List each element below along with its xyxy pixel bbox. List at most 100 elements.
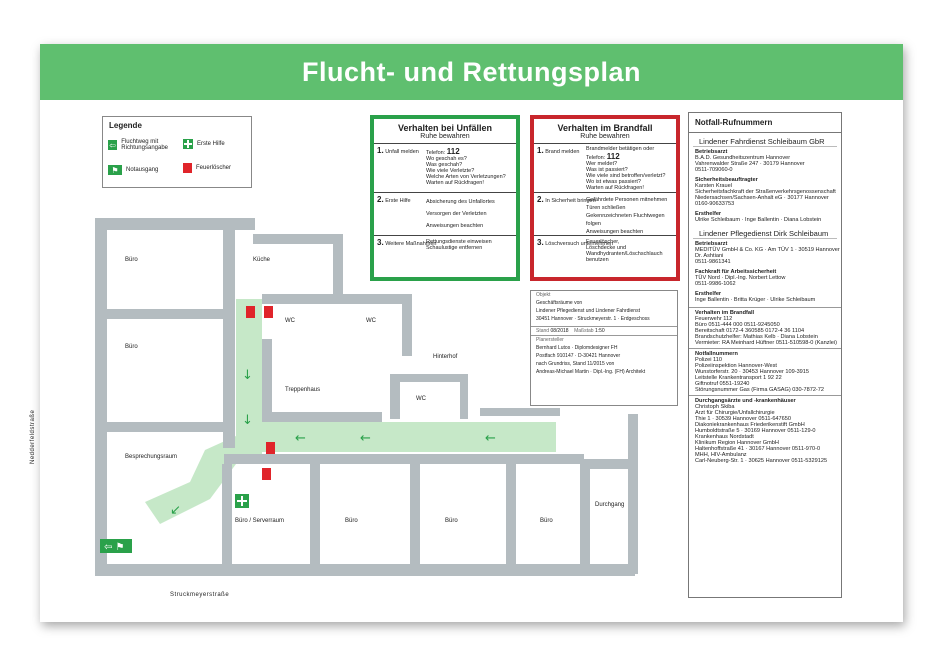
step-line: Gefährdete Personen mitnehmen bbox=[586, 197, 668, 203]
legend-label: Feuerlöscher bbox=[196, 165, 232, 171]
creator-line: nach Grundriss, Stand 11/2015 von bbox=[536, 361, 615, 367]
org-name: Lindener Fahrdienst Schleibaum GbR bbox=[693, 133, 837, 147]
block-line: Feuerwehr 112 bbox=[695, 316, 733, 322]
legend-label: Notausgang bbox=[126, 167, 159, 173]
page-title: Flucht- und Rettungsplan bbox=[40, 44, 903, 100]
step-line: Brandmelder betätigen oder bbox=[586, 146, 655, 152]
step-line: Wie viele sind betroffen/verletzt? bbox=[586, 173, 666, 179]
step-line: Wo ist etwas passiert? bbox=[586, 179, 641, 185]
block-title: Notfallnummern bbox=[695, 351, 738, 357]
block-line: Brandschutzhelfer: Mathias Kelb · Diana … bbox=[695, 334, 818, 340]
block-line: Leitstelle Krankentransport 1 92 22 bbox=[695, 375, 782, 381]
contact-block: Sicherheitsbeauftragter Karsten Krauel S… bbox=[689, 175, 841, 209]
block-line: Klinikum Region Hannover GmbH bbox=[695, 440, 779, 446]
block-line: Dr. Ashtiani bbox=[695, 253, 724, 259]
walls bbox=[95, 218, 638, 576]
block-line: Niedersachsen/Sachsen-Anhalt eG · 30177 … bbox=[695, 195, 829, 201]
contact-block: Verhalten im Brandfall Feuerwehr 112 Bür… bbox=[689, 307, 841, 348]
legend-heading: Legende bbox=[109, 121, 142, 130]
block-line: Carl-Neuberg-Str. 1 · 30625 Hannover 051… bbox=[695, 458, 828, 464]
block-line: Ulrike Schleibaum · Inge Ballentin · Dia… bbox=[695, 217, 822, 223]
step-line: Was ist passiert? bbox=[586, 167, 628, 173]
step-number: 3. bbox=[377, 238, 384, 247]
legend-item: Erste Hilfe bbox=[183, 139, 225, 149]
contact-block: Ersthelfer Ulrike Schleibaum · Inge Ball… bbox=[689, 209, 841, 225]
room-label: WC bbox=[366, 318, 376, 324]
object-label: Objekt bbox=[536, 292, 551, 298]
block-line: Thie 1 · 30539 Hannover 0511-647650 bbox=[695, 416, 791, 422]
legend-item: Feuerlöscher bbox=[183, 163, 231, 173]
svg-text:↓: ↓ bbox=[242, 368, 253, 383]
step-line: Versorgen der Verletzten bbox=[426, 211, 487, 217]
step-line: Rettungsdienste einweisen bbox=[426, 239, 492, 245]
route-arrows: ↓ ↓ ← ← ← ↙ bbox=[170, 368, 496, 518]
first-aid-icon bbox=[183, 139, 193, 149]
block-title: Fachkraft für Arbeitssicherheit bbox=[695, 269, 777, 275]
step-number: 2. bbox=[537, 195, 544, 204]
svg-text:←: ← bbox=[360, 431, 371, 446]
block-line: Bereitschaft 0172-4 360585 0172-4 36 110… bbox=[695, 328, 805, 334]
block-line: Karsten Krauel bbox=[695, 183, 733, 189]
contact-block: Ersthelfer Inge Ballentin · Britta Krüge… bbox=[689, 289, 841, 305]
block-line: Diakoniekrankenhaus Friederikenstift Gmb… bbox=[695, 422, 805, 428]
svg-text:⇦ ⚑: ⇦ ⚑ bbox=[104, 542, 125, 553]
step-number: 1. bbox=[377, 146, 384, 155]
step-label: In Sicherheit bringen bbox=[545, 198, 596, 204]
emergency-heading: Notfall-Rufnummern bbox=[689, 113, 841, 133]
room-label: Büro bbox=[345, 518, 358, 524]
fire-extinguisher-icon bbox=[183, 163, 192, 173]
contact-block: Fachkraft für Arbeitssicherheit TÜV Nord… bbox=[689, 267, 841, 289]
object-line: 30451 Hannover · Struckmeyerstr. 1 · Erd… bbox=[536, 316, 650, 322]
block-title: Betriebsarzt bbox=[695, 149, 728, 155]
step-line: Anweisungen beachten bbox=[586, 229, 644, 235]
step-number: 3. bbox=[537, 238, 544, 247]
room-label: WC bbox=[416, 396, 426, 402]
fire-step: 3. Löschversuch unternehmen Feuerlöscher… bbox=[534, 235, 676, 263]
block-line: TÜV Nord · Dipl.-Ing. Norbert Lettow bbox=[695, 275, 786, 281]
block-title: Durchgangsärzte und -krankenhäuser bbox=[695, 398, 796, 404]
room-label: Durchgang bbox=[595, 502, 625, 508]
block-line: Vermieter: RA Meinhard Hüftner 0511-5105… bbox=[695, 340, 837, 346]
fire-title: Verhalten im Brandfall bbox=[557, 123, 653, 133]
block-title: Ersthelfer bbox=[695, 291, 722, 297]
svg-text:↓: ↓ bbox=[242, 413, 253, 428]
legend-label: Fluchtweg mit Richtungsangabe bbox=[121, 139, 168, 151]
block-line: 0511-9861341 bbox=[695, 259, 731, 265]
fire-step: 1. Brand melden Brandmelder betätigen od… bbox=[534, 143, 676, 192]
block-line: Vahrenwalder Straße 247 · 30179 Hannover bbox=[695, 161, 805, 167]
step-label: Unfall melden bbox=[385, 149, 419, 155]
contact-block: Betriebsarzt B.A.D. Gesundheitszentrum H… bbox=[689, 147, 841, 175]
block-line: Giftnotruf 0551-19240 bbox=[695, 381, 750, 387]
step-line: Wer meldet? bbox=[586, 161, 618, 167]
block-line: Krankenhaus Nordstadt bbox=[695, 434, 754, 440]
block-line: Büro 0511-444 000 0511-9245050 bbox=[695, 322, 780, 328]
svg-text:←: ← bbox=[485, 431, 496, 446]
block-title: Ersthelfer bbox=[695, 211, 722, 217]
step-label: Brand melden bbox=[545, 149, 580, 155]
object-info: Objekt Geschäftsräume von Lindener Pfleg… bbox=[530, 290, 678, 406]
org-name: Lindener Pflegedienst Dirk Schleibaum bbox=[693, 225, 837, 239]
step-label: Löschversuch unternehmen bbox=[545, 241, 614, 247]
step-line: Türen schließen bbox=[586, 205, 626, 211]
block-line: Wunstorferstr. 20 · 30453 Hannover 109-3… bbox=[695, 369, 810, 375]
room-label: Besprechungsraum bbox=[125, 454, 178, 460]
room-label: WC bbox=[285, 318, 295, 324]
step-line: Anweisungen beachten bbox=[426, 223, 484, 229]
plan-symbols: ⇦ ⚑ bbox=[100, 306, 275, 553]
block-line: Polizeiinspektion Hannover-West bbox=[695, 363, 777, 369]
fire-step: 2. In Sicherheit bringen Gefährdete Pers… bbox=[534, 192, 676, 235]
step-line: Wandhydranten/Löschschlauch benutzen bbox=[586, 251, 663, 263]
creator-label: Planersteller bbox=[531, 335, 677, 344]
room-label: Büro bbox=[540, 518, 553, 524]
step-line: Löschdecke und bbox=[586, 245, 627, 251]
emergency-exit-icon: ⚑ bbox=[108, 165, 122, 175]
block-line: Haltenhoffstraße 41 · 30167 Hannover 051… bbox=[695, 446, 821, 452]
object-line: Lindener Pflegedienst und Lindener Fahrd… bbox=[536, 308, 640, 314]
step-line: Feuerlöscher, bbox=[586, 239, 620, 245]
room-label: Büro bbox=[125, 257, 138, 263]
legend-item: ⇦ Fluchtweg mit Richtungsangabe bbox=[108, 139, 178, 151]
step-line: Was geschah? bbox=[426, 162, 463, 168]
legend: Legende ⇦ Fluchtweg mit Richtungsangabe … bbox=[102, 116, 252, 188]
contact-block: Notfallnummern Polizei 110 Polizeiinspek… bbox=[689, 348, 841, 395]
creator-line: Postfach 910147 · D-30421 Hannover bbox=[536, 353, 621, 359]
